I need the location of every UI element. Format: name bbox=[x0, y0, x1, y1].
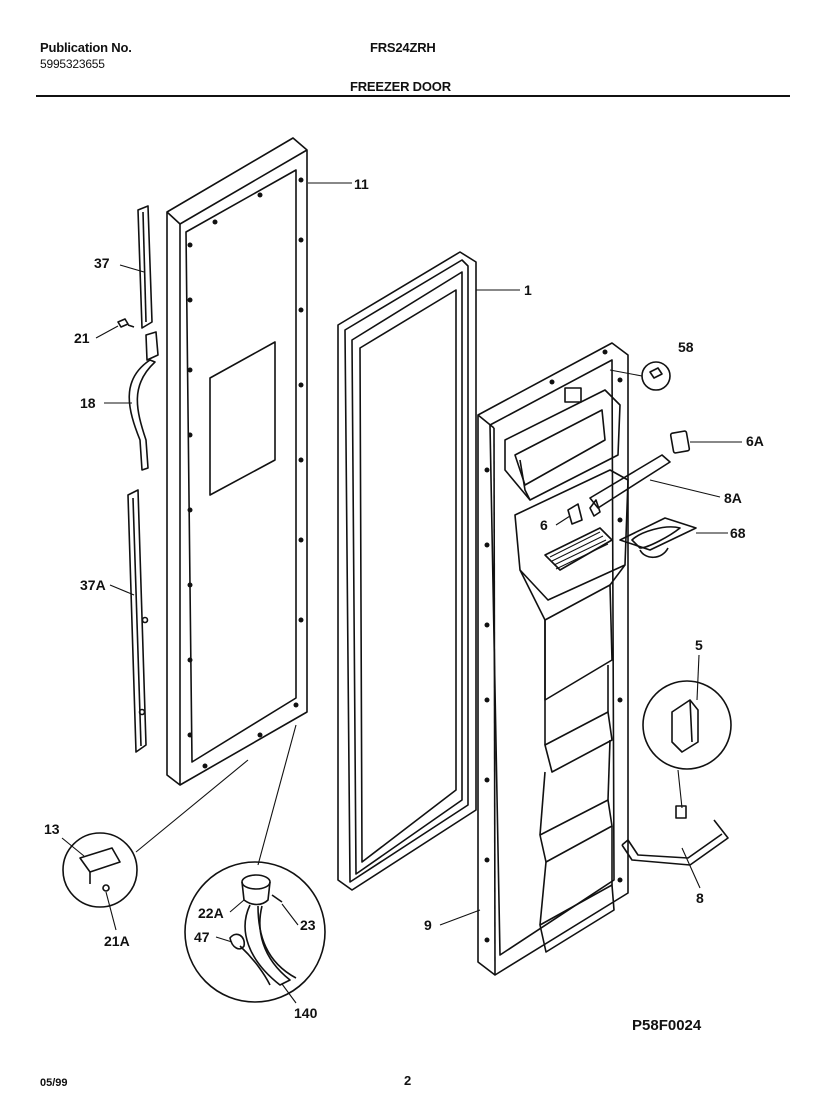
section-title: FREEZER DOOR bbox=[350, 79, 451, 94]
publication-number: 5995323655 bbox=[40, 57, 105, 71]
publication-label: Publication No. bbox=[40, 40, 132, 55]
leader-lines bbox=[61, 182, 742, 1004]
callout-11: 11 bbox=[354, 176, 369, 192]
callout-58: 58 bbox=[678, 339, 694, 355]
left-trim-parts bbox=[117, 205, 159, 753]
callout-37: 37 bbox=[94, 255, 110, 271]
door-gasket bbox=[337, 251, 477, 891]
outer-door-panel bbox=[166, 137, 308, 786]
dispenser-parts bbox=[567, 430, 697, 559]
print-date: 05/99 bbox=[40, 1077, 68, 1089]
bin-bracket-8 bbox=[621, 805, 729, 866]
callout-1: 1 bbox=[524, 282, 532, 298]
diagram-code: P58F0024 bbox=[632, 1017, 702, 1034]
model-number: FRS24ZRH bbox=[370, 40, 436, 55]
callout-37a: 37A bbox=[80, 577, 106, 593]
callout-13: 13 bbox=[44, 821, 60, 837]
page-number: 2 bbox=[404, 1073, 411, 1088]
callout-68: 68 bbox=[730, 525, 746, 541]
callout-21a: 21A bbox=[104, 933, 130, 949]
callout-18: 18 bbox=[80, 395, 96, 411]
callout-47: 47 bbox=[194, 929, 210, 945]
detail-circle-13 bbox=[62, 832, 138, 908]
inner-door-liner bbox=[477, 342, 629, 976]
detail-circle-harness bbox=[184, 861, 326, 1003]
callout-6a: 6A bbox=[746, 433, 764, 449]
callout-22a: 22A bbox=[198, 905, 224, 921]
callout-6: 6 bbox=[540, 517, 548, 533]
callout-140: 140 bbox=[294, 1005, 318, 1021]
callout-23: 23 bbox=[300, 917, 316, 933]
header-rule bbox=[36, 95, 790, 97]
screw-58 bbox=[641, 361, 671, 391]
callout-9: 9 bbox=[424, 917, 432, 933]
callout-8a: 8A bbox=[724, 490, 742, 506]
callout-21: 21 bbox=[74, 330, 90, 346]
detail-circle-5 bbox=[642, 680, 732, 770]
callout-8: 8 bbox=[696, 890, 704, 906]
callout-5: 5 bbox=[695, 637, 703, 653]
